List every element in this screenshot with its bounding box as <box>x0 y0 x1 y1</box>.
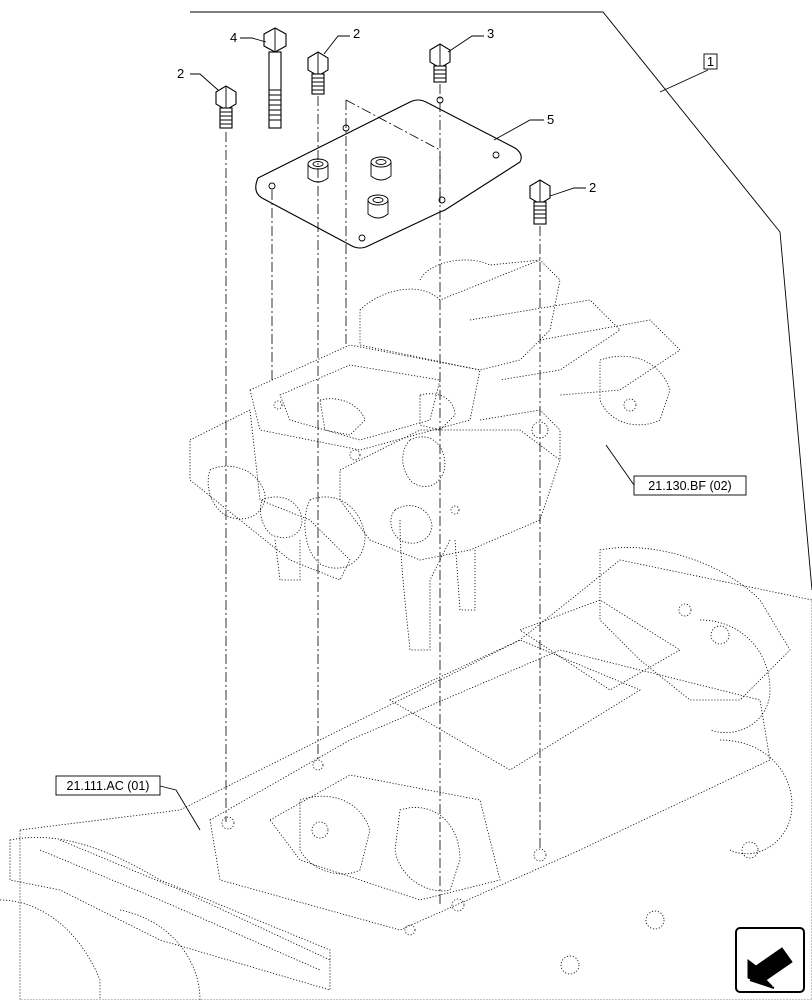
hydraulic-valve-assembly <box>189 259 681 651</box>
reference-valve-assembly[interactable]: 21.130.BF (02) <box>633 475 747 496</box>
callout-4: 4 <box>230 30 237 45</box>
svg-text:21.111.AC (01): 21.111.AC (01) <box>67 779 150 793</box>
callout-3: 3 <box>487 26 494 41</box>
plate-bushing <box>367 194 389 219</box>
previous-page-arrow-icon[interactable] <box>735 927 805 993</box>
callout-labels: 1 2 4 2 3 5 2 <box>177 26 718 195</box>
callout-2-top: 2 <box>353 26 360 41</box>
alignment-lines <box>225 84 541 905</box>
callout-5: 5 <box>547 112 554 127</box>
reference-transmission-housing[interactable]: 21.111.AC (01) <box>55 775 161 796</box>
cover-plate <box>255 96 522 249</box>
bolt-2-left <box>215 85 237 129</box>
bolt-2-right <box>529 179 551 225</box>
assembly-frame-outline <box>190 11 812 591</box>
plate-bushing <box>370 156 392 181</box>
leader-lines <box>159 35 635 831</box>
transmission-housing <box>0 547 812 1000</box>
svg-text:1: 1 <box>707 54 714 69</box>
bolt-4-long <box>263 27 287 129</box>
svg-text:21.130.BF (02): 21.130.BF (02) <box>648 479 731 493</box>
callout-2-left: 2 <box>177 66 184 81</box>
callout-2-right: 2 <box>589 180 596 195</box>
callout-frame-ref: 1 <box>703 53 718 70</box>
bolt-2-top <box>307 51 329 95</box>
bolt-3 <box>429 43 451 83</box>
